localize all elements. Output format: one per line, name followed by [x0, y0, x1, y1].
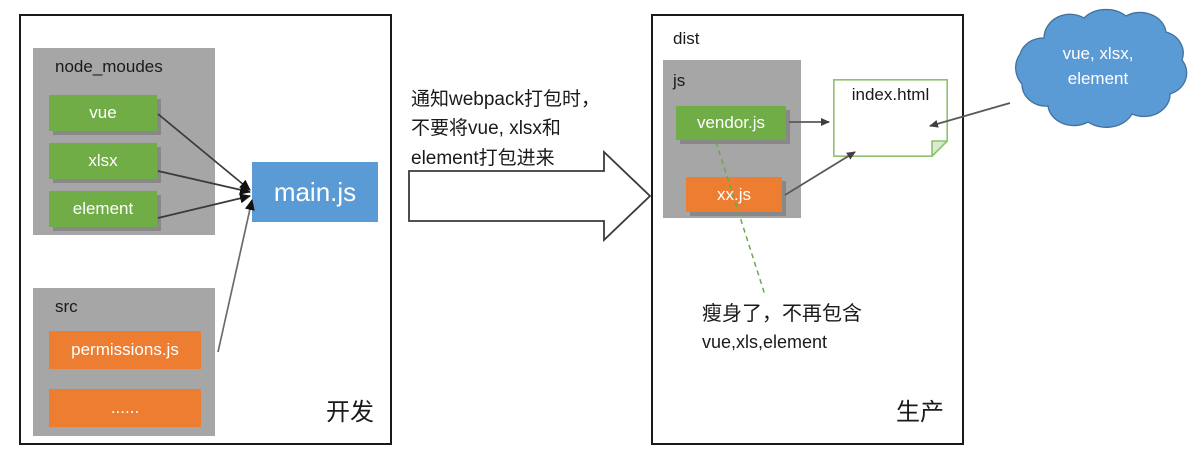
file-chip-vendor-js: vendor.js: [676, 106, 786, 140]
stage-label-development: 开发: [326, 399, 374, 426]
file-chip-element: element: [49, 191, 157, 227]
file-chip-vendor-js-label: vendor.js: [696, 113, 766, 132]
entry-box-main-js-label: main.js: [273, 176, 357, 207]
file-chip-vue: vue: [49, 95, 157, 131]
file-chip-more-label: ......: [110, 398, 140, 417]
slimming-annotation-en: vue,xls,element: [702, 332, 828, 352]
slimming-annotation-cn: 瘦身了，不再包含: [702, 303, 862, 325]
file-chip-xx-js: xx.js: [686, 177, 782, 212]
file-chip-xx-js-label: xx.js: [717, 184, 751, 204]
file-chip-element-label: element: [72, 199, 134, 218]
html-note-shape: [833, 79, 950, 159]
entry-box-main-js: main.js: [252, 162, 378, 222]
file-chip-xlsx: xlsx: [49, 143, 157, 179]
folder-js-label: js: [673, 71, 686, 90]
folder-src-label: src: [55, 297, 78, 316]
html-note-index: index.html: [833, 79, 950, 159]
stage-label-production: 生产: [896, 399, 944, 426]
externals-cloud-label: vue, xlsx, element: [1062, 44, 1134, 88]
file-chip-more: ......: [49, 389, 201, 427]
html-note-index-label: index.html: [851, 85, 930, 104]
folder-node-modules-label: node_moudes: [55, 57, 163, 76]
file-chip-vue-label: vue: [89, 103, 117, 122]
transition-annotation-text: 通知webpack打包时， 不要将vue, xlsx和 element打包进来: [411, 89, 600, 169]
folder-dist-label: dist: [673, 29, 700, 48]
file-chip-permissions-js: permissions.js: [49, 331, 201, 369]
externals-cloud: vue, xlsx, element: [1000, 2, 1196, 130]
file-chip-permissions-js-label: permissions.js: [71, 340, 179, 359]
cloud-shape: [1015, 8, 1188, 128]
file-chip-xlsx-label: xlsx: [88, 151, 118, 170]
